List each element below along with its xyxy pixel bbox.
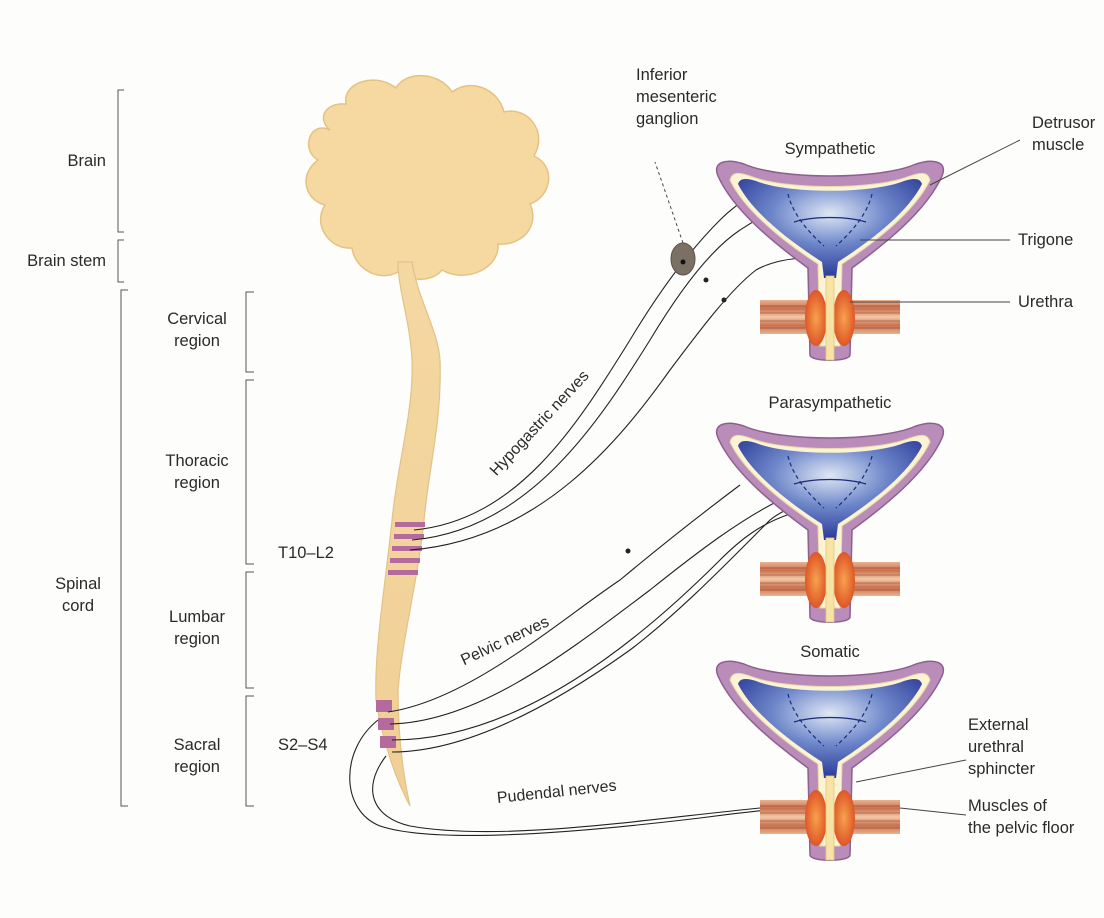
bladder-sympathetic [717, 161, 944, 360]
label-brain-stem: Brain stem [6, 250, 106, 272]
synapse-dots [626, 278, 727, 554]
bladder-somatic [717, 661, 944, 860]
brain [306, 76, 549, 280]
label-t10-l2: T10–L2 [278, 542, 334, 564]
level-brackets [118, 90, 254, 806]
label-s2-s4: S2–S4 [278, 734, 328, 756]
label-somatic: Somatic [750, 641, 910, 663]
inferior-mesenteric-ganglion [671, 243, 695, 275]
label-parasympathetic: Parasympathetic [750, 392, 910, 414]
bladder-parasympathetic [717, 423, 944, 622]
label-trigone: Trigone [1018, 229, 1073, 251]
label-sympathetic: Sympathetic [750, 138, 910, 160]
label-brain: Brain [40, 150, 106, 172]
label-urethra: Urethra [1018, 291, 1073, 313]
